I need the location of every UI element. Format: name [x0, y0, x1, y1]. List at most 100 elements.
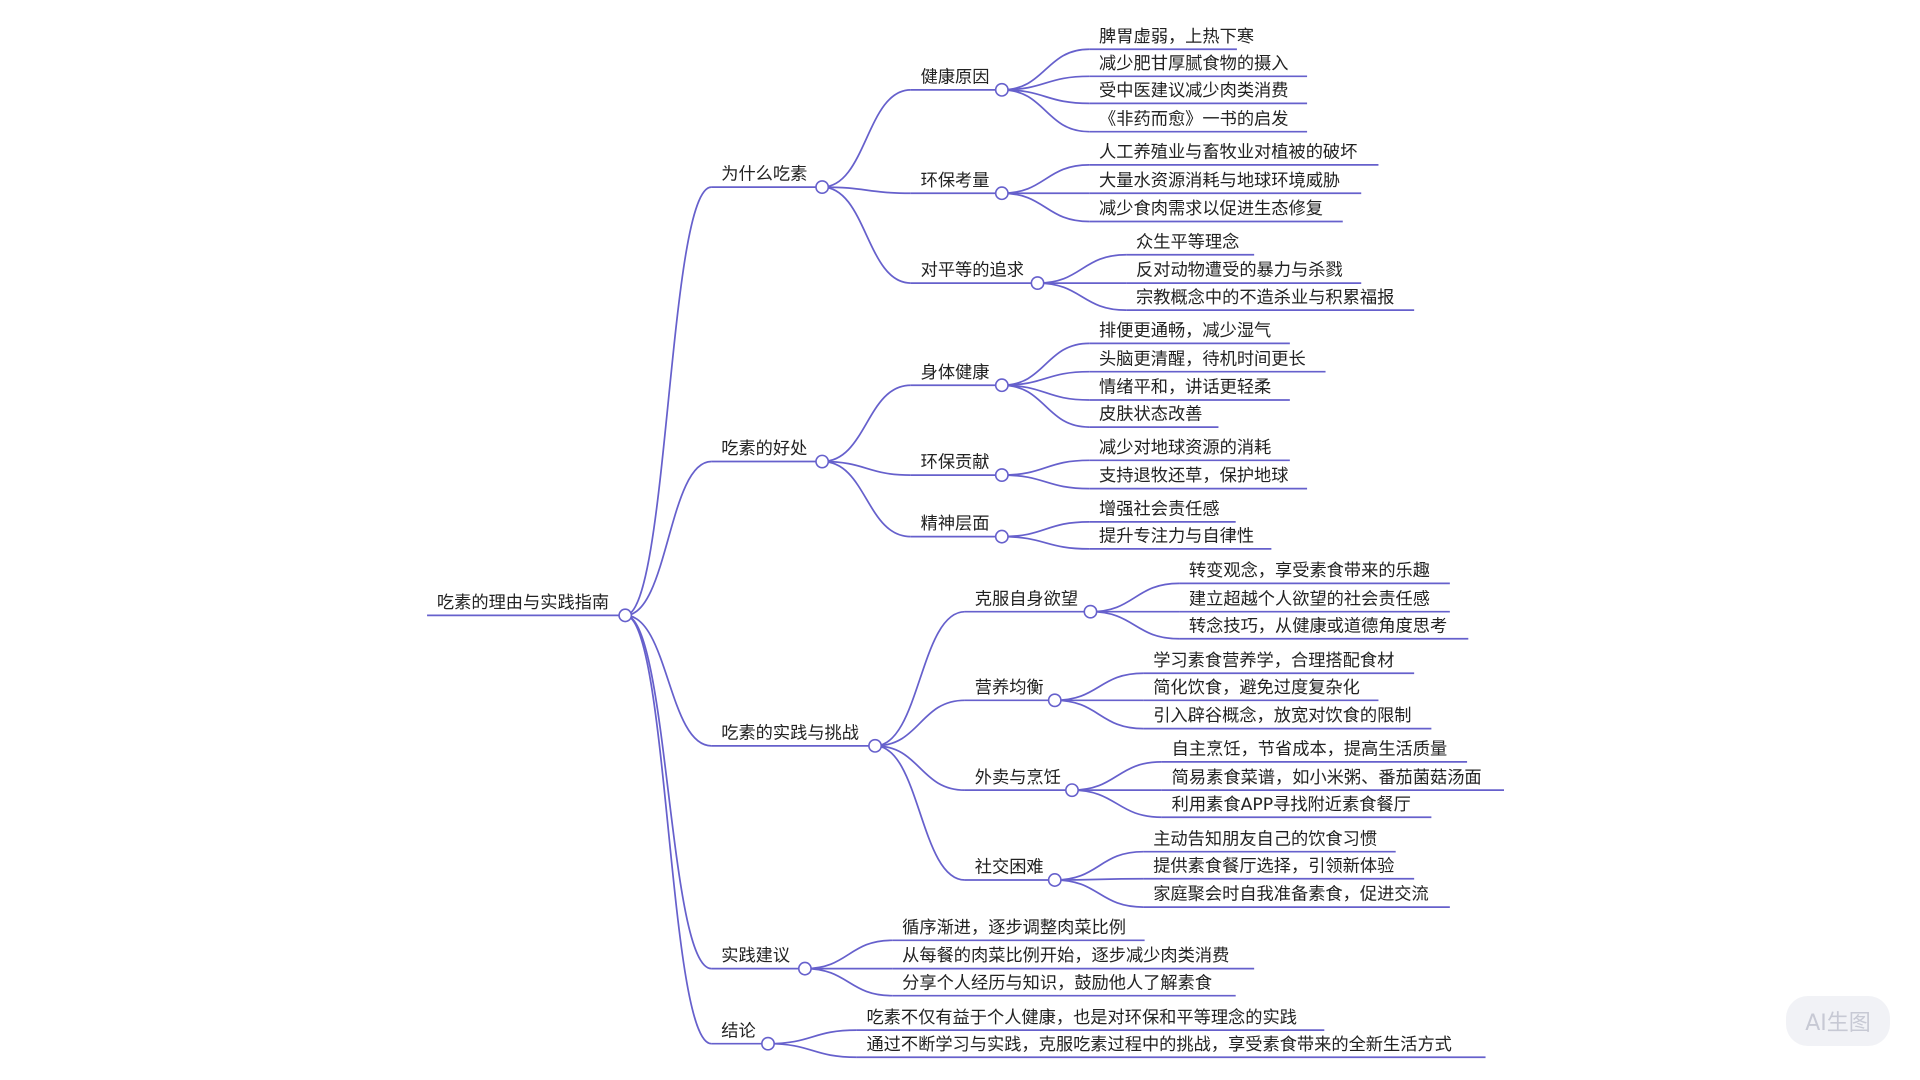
branch-connector [767, 1042, 857, 1059]
branch-connector [1001, 370, 1090, 387]
topic-level2[interactable]: 社交困难 [975, 858, 1044, 878]
collapse-toggle-icon[interactable] [1065, 783, 1079, 798]
topic-level1[interactable]: 为什么吃素 [721, 165, 807, 185]
leaf-topic[interactable]: 脾胃虚弱，上热下寒 [1099, 27, 1254, 47]
branch-connector [1001, 459, 1090, 476]
collapse-toggle-icon[interactable] [761, 1036, 775, 1051]
leaf-topic[interactable]: 主动告知朋友自己的饮食习惯 [1153, 829, 1377, 849]
collapse-toggle-icon[interactable] [1047, 873, 1062, 887]
leaf-topic[interactable]: 《非药而愈》一书的启发 [1099, 109, 1288, 129]
leaf-topic[interactable]: 转念技巧，从健康或道德角度思考 [1189, 615, 1447, 636]
collapse-toggle-icon[interactable] [618, 608, 633, 623]
collapse-toggle-icon[interactable] [994, 82, 1009, 97]
branch-connector [1054, 850, 1144, 881]
leaf-topic[interactable]: 头脑更清醒，待机时间更长 [1099, 349, 1306, 369]
branch-connector [875, 699, 965, 747]
branch-connector [1001, 192, 1090, 223]
branch-connector [625, 186, 712, 617]
leaf-topic[interactable]: 家庭聚会时自我准备素食，促进交流 [1153, 885, 1429, 905]
branch-connector [1001, 48, 1090, 91]
branch-connector [875, 744, 965, 792]
collapse-toggle-icon[interactable] [994, 378, 1009, 393]
branch-connector [767, 1029, 857, 1045]
branch-connector [1001, 535, 1090, 550]
topic-level2[interactable]: 身体健康 [921, 363, 990, 383]
leaf-topic[interactable]: 吃素不仅有益于个人健康，也是对环保和平等理念的实践 [866, 1007, 1296, 1028]
branch-connector [1001, 164, 1090, 195]
collapse-toggle-icon[interactable] [815, 454, 830, 469]
leaf-topic[interactable]: 通过不断学习与实践，克服吃素过程中的挑战，享受素食带来的全新生活方式 [866, 1035, 1451, 1055]
leaf-topic[interactable]: 受中医建议减少肉类消费 [1099, 81, 1288, 101]
branch-connector [625, 614, 712, 747]
leaf-topic[interactable]: 大量水资源消耗与地球环境威胁 [1099, 171, 1340, 191]
branch-connector [822, 384, 911, 463]
leaf-topic[interactable]: 简易素食菜谱，如小米粥、番茄菌菇汤面 [1172, 768, 1482, 788]
leaf-topic[interactable]: 转变观念，享受素食带来的乐趣 [1189, 560, 1430, 581]
branch-connector [625, 460, 712, 617]
leaf-topic[interactable]: 排便更通畅，减少湿气 [1099, 321, 1271, 341]
leaf-topic[interactable]: 学习素食营养学，合理搭配食材 [1153, 651, 1394, 671]
branch-connector [822, 460, 911, 538]
leaf-topic[interactable]: 人工养殖业与畜牧业对植被的破坏 [1099, 142, 1357, 163]
topic-level2[interactable]: 环保考量 [921, 171, 990, 191]
leaf-topic[interactable]: 从每餐的肉菜比例开始，逐步减少肉类消费 [902, 946, 1229, 966]
branch-connector [1090, 610, 1180, 640]
leaf-topic[interactable]: 支持退牧还草，保护地球 [1099, 466, 1288, 486]
topic-level1[interactable]: 实践建议 [721, 946, 790, 966]
topic-level2[interactable]: 营养均衡 [975, 678, 1044, 698]
leaf-topic[interactable]: 建立超越个人欲望的社会责任感 [1189, 589, 1430, 609]
leaf-topic[interactable]: 利用素食APP寻找附近素食餐厅 [1172, 795, 1411, 815]
leaf-topic[interactable]: 提供素食餐厅选择，引领新体验 [1153, 856, 1394, 876]
collapse-toggle-icon[interactable] [868, 738, 883, 753]
leaf-topic[interactable]: 情绪平和，讲话更轻柔 [1099, 378, 1271, 398]
branch-connector [1001, 75, 1090, 91]
topic-level2[interactable]: 对平等的追求 [921, 261, 1024, 281]
topic-level2[interactable]: 精神层面 [921, 514, 990, 534]
collapse-toggle-icon[interactable] [994, 468, 1009, 483]
topic-level1[interactable]: 吃素的实践与挑战 [721, 723, 859, 743]
branch-connector [625, 614, 712, 1045]
collapse-toggle-icon[interactable] [1047, 693, 1062, 708]
branch-connector [822, 186, 911, 284]
leaf-topic[interactable]: 循序渐进，逐步调整肉菜比例 [902, 918, 1126, 938]
leaf-topic[interactable]: 分享个人经历与知识，鼓励他人了解素食 [902, 973, 1212, 993]
topic-level2[interactable]: 外卖与烹饪 [975, 767, 1061, 788]
branch-connector [1037, 253, 1127, 284]
topic-level1[interactable]: 结论 [721, 1021, 755, 1041]
collapse-toggle-icon[interactable] [994, 529, 1009, 544]
topic-level1[interactable]: 吃素的好处 [721, 439, 807, 459]
topic-level2[interactable]: 克服自身欲望 [975, 589, 1078, 609]
collapse-toggle-icon[interactable] [815, 180, 830, 195]
branch-connector [1001, 342, 1090, 387]
leaf-topic[interactable]: 减少食肉需求以促进生态修复 [1099, 199, 1323, 219]
leaf-topic[interactable]: 引入辟谷概念，放宽对饮食的限制 [1153, 705, 1411, 726]
branch-connector [875, 744, 965, 881]
leaf-topic[interactable]: 减少肥甘厚腻食物的摄入 [1099, 54, 1288, 74]
branch-connector [1001, 474, 1090, 490]
branch-connector [822, 88, 911, 188]
branch-connector [1001, 520, 1090, 538]
leaf-topic[interactable]: 皮肤状态改善 [1099, 405, 1202, 425]
topic-level2[interactable]: 环保贡献 [921, 453, 990, 473]
collapse-toggle-icon[interactable] [797, 961, 812, 976]
branch-connector [1054, 672, 1144, 702]
collapse-toggle-icon[interactable] [1083, 604, 1098, 619]
leaf-topic[interactable]: 宗教概念中的不造杀业与积累福报 [1136, 287, 1394, 308]
leaf-topic[interactable]: 简化饮食，避免过度复杂化 [1153, 678, 1360, 698]
branch-connector [1054, 699, 1144, 730]
branch-connector [804, 939, 893, 970]
leaf-topic[interactable]: 众生平等理念 [1136, 231, 1239, 252]
leaf-topic[interactable]: 自主烹饪，节省成本，提高生活质量 [1172, 738, 1448, 759]
leaf-topic[interactable]: 反对动物遭受的暴力与杀戮 [1136, 261, 1343, 281]
leaf-topic[interactable]: 提升专注力与自律性 [1099, 527, 1254, 547]
leaf-topic[interactable]: 增强社会责任感 [1099, 499, 1220, 519]
collapse-toggle-icon[interactable] [1030, 276, 1045, 291]
topic-level2[interactable]: 健康原因 [921, 67, 990, 87]
branch-connector [804, 967, 893, 997]
branch-connector [875, 610, 965, 747]
collapse-toggle-icon[interactable] [994, 186, 1009, 201]
branch-connector [822, 460, 911, 476]
root-topic[interactable]: 吃素的理由与实践指南 [437, 593, 609, 613]
leaf-topic[interactable]: 减少对地球资源的消耗 [1099, 438, 1271, 458]
